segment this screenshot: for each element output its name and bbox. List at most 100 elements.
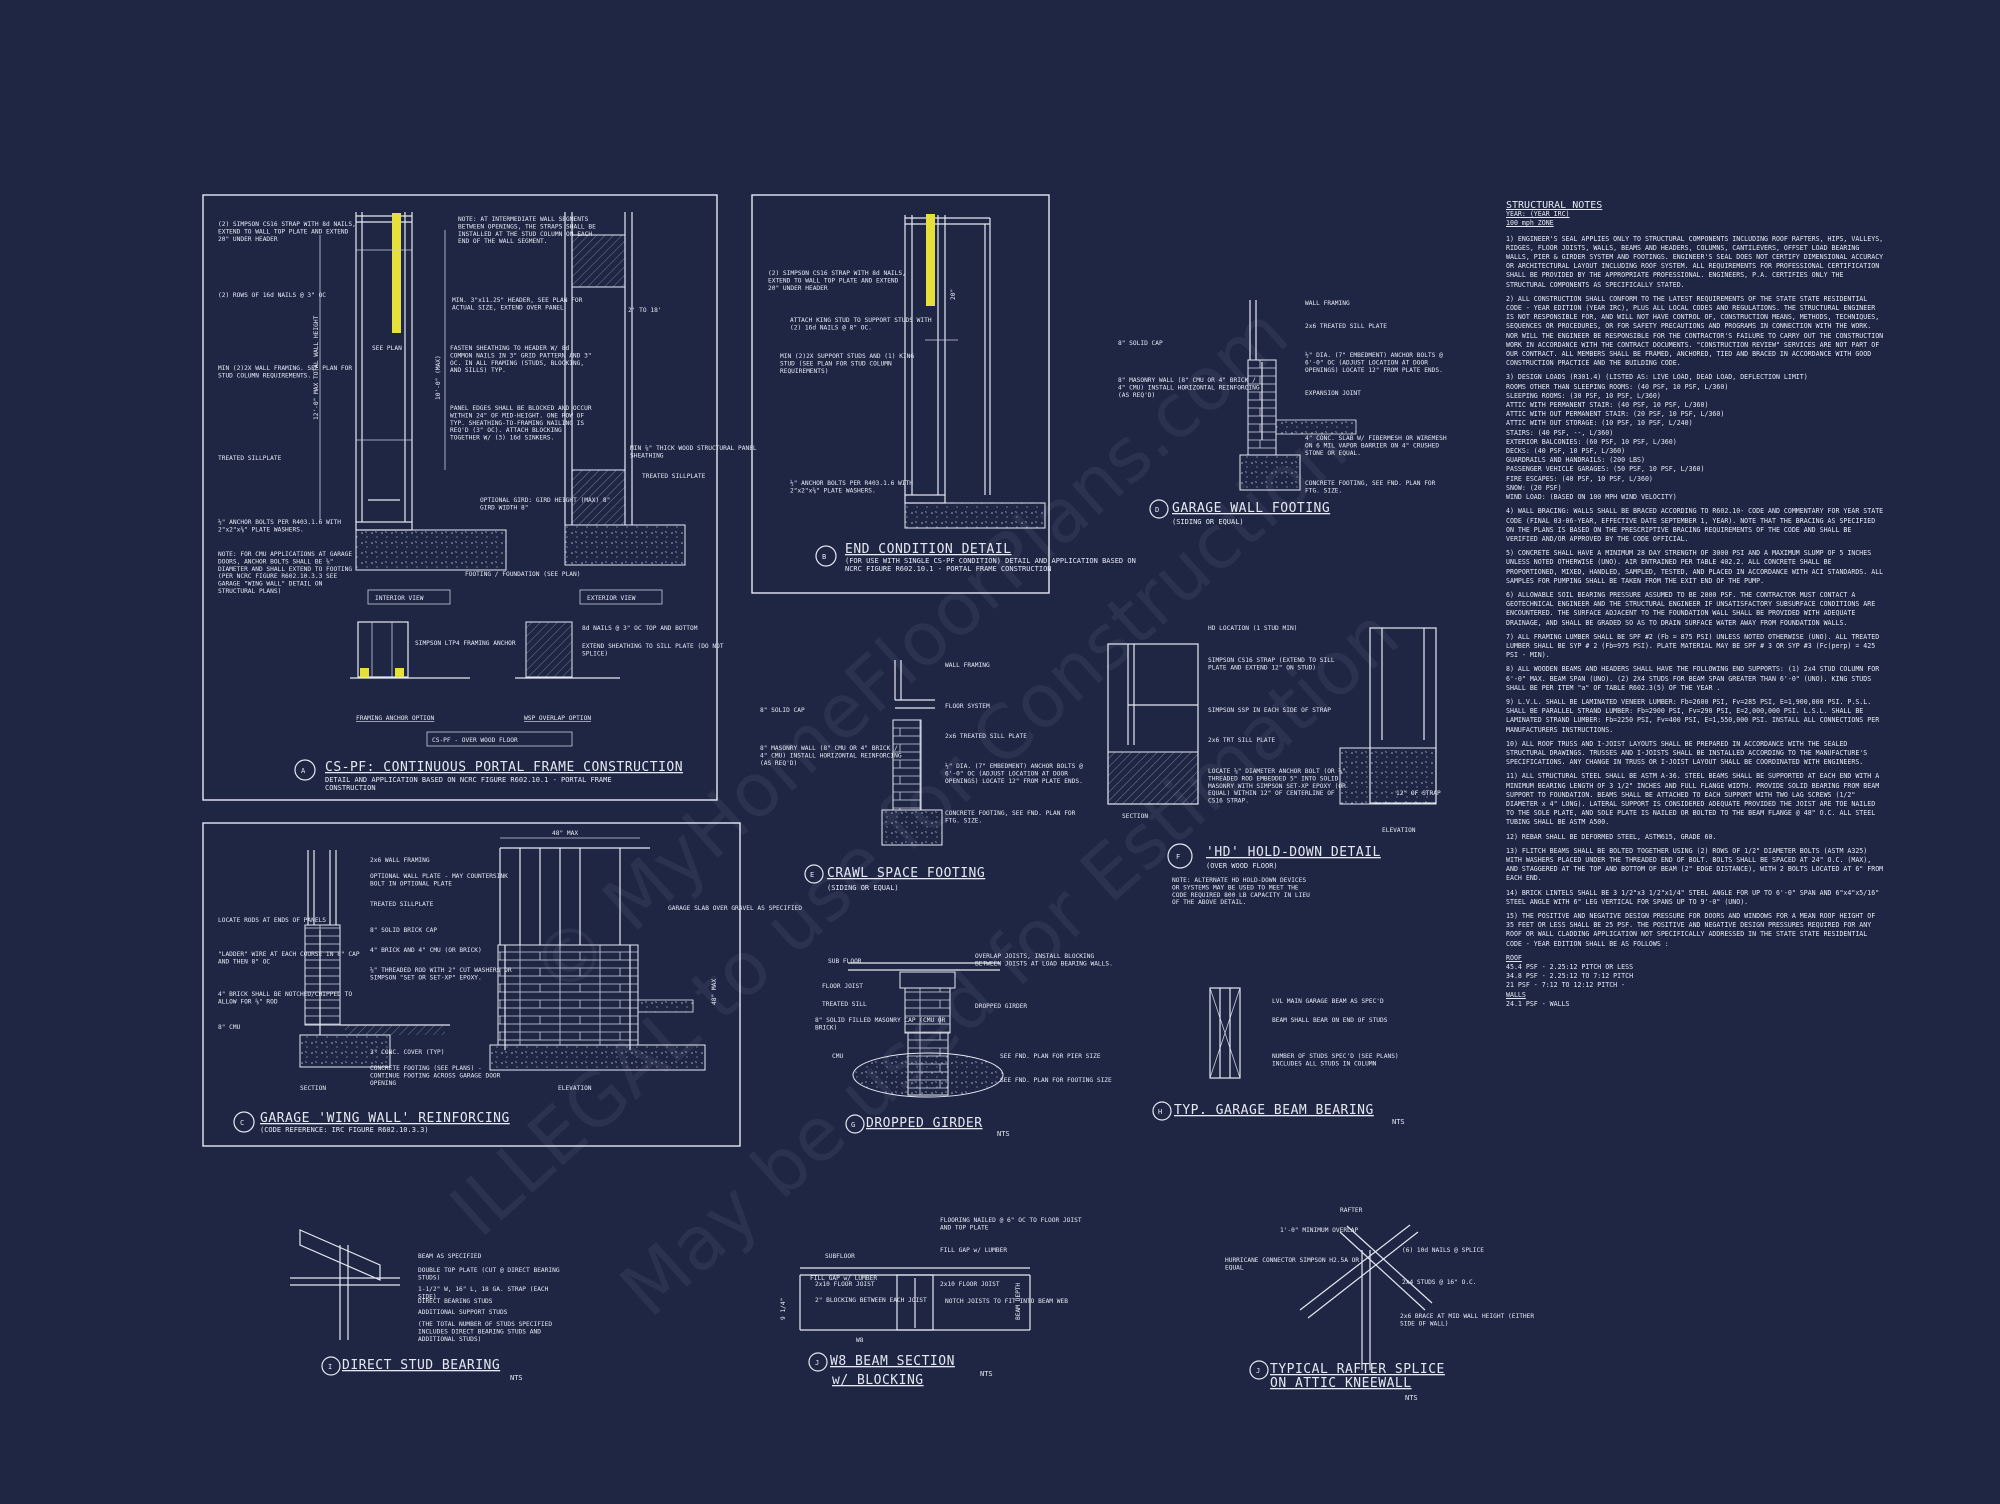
e-label-framing: WALL FRAMING bbox=[945, 662, 990, 669]
c-title: GARAGE 'WING WALL' REINFORCING bbox=[260, 1111, 510, 1126]
d-label-cap: 8" SOLID CAP bbox=[1118, 340, 1163, 347]
j1-subtitle: NTS bbox=[980, 1370, 993, 1378]
j1-label-fill-gap-2: FILL GAP w/ LUMBER bbox=[940, 1247, 1007, 1254]
detail-g-dropped-girder: SUB FLOOR OVERLAP JOISTS, INSTALL BLOCKI… bbox=[815, 953, 1113, 1138]
notes-paragraph: 3) DESIGN LOADS (R301.4) (LISTED AS: LIV… bbox=[1506, 373, 1808, 502]
c-label-cover: 3" CONC. COVER (TYP) bbox=[370, 1049, 445, 1056]
a-wsp-overlap-option: WSP OVERLAP OPTION bbox=[524, 715, 591, 722]
h-label-bear: BEAM SHALL BEAR ON END OF STUDS bbox=[1272, 1017, 1388, 1024]
j2-label-studs: 2x4 STUDS @ 16" O.C. bbox=[1402, 1279, 1477, 1286]
notes-paragraph: 9) L.V.L. SHALL BE LAMINATED VENEER LUMB… bbox=[1506, 697, 1880, 734]
a-label-footing: FOOTING / FOUNDATION (SEE PLAN) bbox=[465, 571, 580, 578]
a-subtitle: DETAIL AND APPLICATION BASED ON NCRC FIG… bbox=[325, 776, 612, 792]
notes-paragraph: 15) THE POSITIVE AND NEGATIVE DESIGN PRE… bbox=[1506, 912, 1876, 948]
c-label-brick-cmu: 4" BRICK AND 4" CMU (OR BRICK) bbox=[370, 947, 482, 954]
notes-roof-item: 21 PSF - 7:12 TO 12:12 PITCH - bbox=[1506, 981, 1626, 990]
j1-label-depth: BEAM DEPTH bbox=[1015, 1282, 1022, 1320]
b-label-king-stud: ATTACH KING STUD TO SUPPORT STUDS WITH(2… bbox=[790, 317, 932, 331]
notes-paragraph: 1) ENGINEER'S SEAL APPLIES ONLY TO STRUC… bbox=[1506, 234, 1884, 289]
d-label-anchor: ½" DIA. (7" EMBEDMENT) ANCHOR BOLTS @6'-… bbox=[1305, 351, 1443, 374]
detail-h-garage-beam-bearing: LVL MAIN GARAGE BEAM AS SPEC'D BEAM SHAL… bbox=[1152, 987, 1405, 1126]
notes-walls-heading: WALLS bbox=[1506, 990, 1526, 999]
b-subtitle: (FOR USE WITH SINGLE CS-PF CONDITION) DE… bbox=[845, 557, 1136, 573]
notes-paragraph: 11) ALL STRUCTURAL STEEL SHALL BE ASTM A… bbox=[1506, 772, 1880, 827]
h-label-lvl: LVL MAIN GARAGE BEAM AS SPEC'D bbox=[1272, 998, 1384, 1005]
d-label-framing: WALL FRAMING bbox=[1305, 300, 1350, 307]
e-label-masonry: 8" MASONRY WALL (8" CMU OR 4" BRICK /4" … bbox=[760, 745, 902, 767]
a-interior-view: INTERIOR VIEW bbox=[375, 595, 424, 602]
f-label-hd: HD LOCATION (1 STUD MIN) bbox=[1208, 625, 1297, 632]
notes-paragraph: 14) BRICK LINTELS SHALL BE 3 1/2"x3 1/2"… bbox=[1506, 888, 1880, 906]
h-letter: H bbox=[1158, 1108, 1162, 1116]
a-total-height-label: 12'-0" MAX TOTAL WALL HEIGHT bbox=[313, 315, 320, 420]
b-dim-20: 20" bbox=[950, 289, 957, 300]
detail-c-frame bbox=[202, 822, 741, 1147]
a-height-label: 10'-0" (MAX) bbox=[435, 355, 442, 400]
detail-j-w8-beam-section: FILL GAP w/ LUMBER FLOORING NAILED @ 6" … bbox=[780, 1217, 1082, 1388]
f-label-ssp: SIMPSON SSP IN EACH SIDE OF STRAP bbox=[1208, 707, 1331, 714]
detail-b-frame bbox=[751, 194, 1050, 594]
e-label-cap: 8" SOLID CAP bbox=[760, 707, 805, 714]
d-subtitle: (SIDING OR EQUAL) bbox=[1172, 518, 1244, 526]
c-label-2x6: 2x6 WALL FRAMING bbox=[370, 857, 430, 864]
notes-paragraph: 6) ALLOWABLE SOIL BEARING PRESSURE ASSUM… bbox=[1506, 590, 1876, 627]
a-framing-anchor-option: FRAMING ANCHOR OPTION bbox=[356, 715, 435, 722]
notes-paragraphs: 1) ENGINEER'S SEAL APPLIES ONLY TO STRUC… bbox=[1506, 235, 1886, 949]
detail-d-garage-wall-footing: WALL FRAMING 2x6 TREATED SILL PLATE 8" S… bbox=[1118, 300, 1447, 526]
g-label-joist: FLOOR JOIST bbox=[822, 983, 863, 990]
j2-label-overlap: 1'-0" MINIMUM OVERLAP bbox=[1280, 1227, 1359, 1234]
g-label-footing: SEE FND. PLAN FOR FOOTING SIZE bbox=[1000, 1077, 1112, 1084]
e-title: CRAWL SPACE FOOTING bbox=[827, 866, 985, 881]
c-label-slab: GARAGE SLAB OVER GRAVEL AS SPECIFIED bbox=[668, 905, 802, 912]
notes-paragraph: 8) ALL WOODEN BEAMS AND HEADERS SHALL HA… bbox=[1506, 665, 1880, 692]
a-exterior-view: EXTERIOR VIEW bbox=[587, 595, 636, 602]
g-letter: G bbox=[851, 1121, 855, 1129]
c-dim-48-max: 48" MAX bbox=[552, 830, 578, 837]
c-elevation-label: ELEVATION bbox=[558, 1085, 592, 1092]
e-label-sill: 2x6 TREATED SILL PLATE bbox=[945, 733, 1027, 740]
c-label-cmu: 8" CMU bbox=[218, 1024, 241, 1031]
g-subtitle: NTS bbox=[997, 1130, 1010, 1138]
notes-walls-item: 24.1 PSF - WALLS bbox=[1506, 999, 1570, 1008]
g-label-cmu: CMU bbox=[832, 1053, 843, 1060]
h-label-studs: NUMBER OF STUDS SPEC'D (SEE PLANS)INCLUD… bbox=[1272, 1053, 1399, 1067]
e-letter: E bbox=[810, 871, 814, 879]
j1-label-joist-1: 2x10 FLOOR JOIST bbox=[815, 1281, 875, 1288]
g-title: DROPPED GIRDER bbox=[866, 1116, 983, 1131]
j2-title: TYPICAL RAFTER SPLICE bbox=[1270, 1362, 1445, 1377]
a-label-strap: (2) SIMPSON CS16 STRAP WITH 8d NAILS,EXT… bbox=[218, 221, 356, 243]
a-title: CS-PF: CONTINUOUS PORTAL FRAME CONSTRUCT… bbox=[325, 760, 683, 775]
j1-label-w8: W8 bbox=[856, 1337, 864, 1344]
i-label-additional: ADDITIONAL SUPPORT STUDS bbox=[418, 1309, 508, 1316]
detail-j-rafter-splice: RAFTER 1'-0" MINIMUM OVERLAP HURRICANE C… bbox=[1225, 1207, 1534, 1402]
a-label-ltp4: SIMPSON LTP4 FRAMING ANCHOR bbox=[415, 640, 516, 647]
f-label-sill: 2x6 TRT SILL PLATE bbox=[1208, 737, 1275, 744]
notes-paragraph: 4) WALL BRACING: WALLS SHALL BE BRACED A… bbox=[1506, 507, 1884, 543]
j2-label-rafter: RAFTER bbox=[1340, 1207, 1363, 1214]
c-letter: C bbox=[240, 1119, 244, 1127]
notes-paragraph: 10) ALL ROOF TRUSS AND I-JOIST LAYOUTS S… bbox=[1506, 739, 1868, 767]
g-label-girder: DROPPED GIRDER bbox=[975, 1003, 1027, 1010]
j1-label-notch: NOTCH JOISTS TO FIT INTO BEAM WEB bbox=[945, 1298, 1068, 1305]
i-letter: I bbox=[328, 1363, 332, 1371]
j2-title-2: ON ATTIC KNEEWALL bbox=[1270, 1376, 1412, 1391]
j1-title-2: w/ BLOCKING bbox=[832, 1373, 924, 1388]
